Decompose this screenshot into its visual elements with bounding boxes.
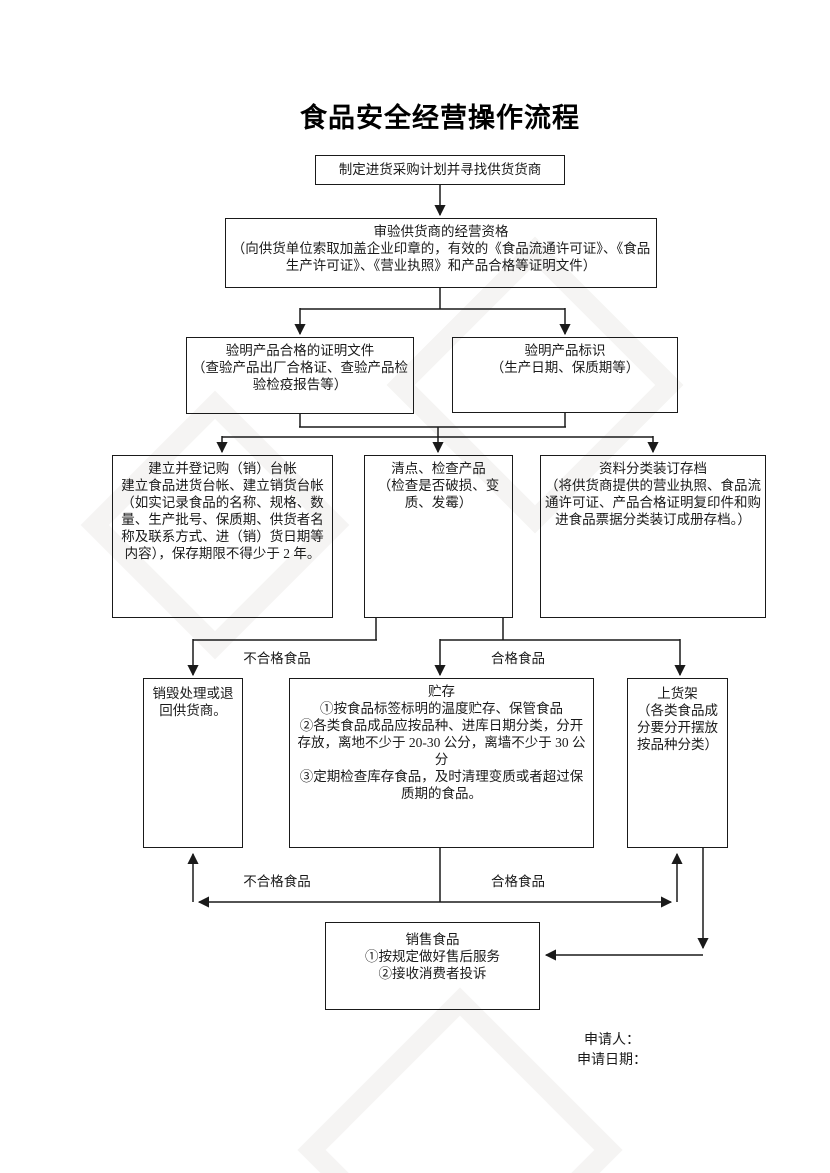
node-verify-supplier: 审验供货商的经营资格 （向供货单位索取加盖企业印章的，有效的《食品流通许可证》、… — [225, 218, 657, 288]
node-inspect-products-title: 清点、检查产品 — [391, 461, 486, 476]
label-unqualified-food-top: 不合格食品 — [243, 651, 311, 666]
node-ledger: 建立并登记购（销）台帐 建立食品进货台帐、建立销货台帐（如实记录食品的名称、规格… — [112, 455, 333, 618]
node-verify-label-body: （生产日期、保质期等） — [490, 360, 640, 375]
node-verify-certificates-body: （查验产品出厂合格证、查验产品检验检疫报告等） — [192, 360, 408, 392]
label-unqualified-food-bottom: 不合格食品 — [243, 874, 311, 889]
node-inspect-products-body: （检查是否破损、变质、发霉） — [377, 478, 500, 510]
node-storage-title: 贮存 — [428, 684, 455, 699]
node-sell-food: 销售食品 ①按规定做好售后服务 ②接收消费者投诉 — [325, 922, 540, 1010]
node-verify-certificates: 验明产品合格的证明文件 （查验产品出厂合格证、查验产品检验检疫报告等） — [186, 337, 414, 414]
applicant-label: 申请人： — [584, 1033, 640, 1048]
node-destroy-return: 销毁处理或退回供货商。 — [143, 678, 243, 848]
apply-date-label: 申请日期： — [577, 1053, 647, 1068]
label-qualified-food-top: 合格食品 — [491, 651, 545, 666]
node-shelf-title: 上货架 — [657, 686, 698, 701]
node-shelf-body: （各类食品成分要分开摆放按品种分类） — [637, 703, 718, 752]
node-shelf: 上货架 （各类食品成分要分开摆放按品种分类） — [627, 678, 728, 848]
signature-block: 申请人： 申请日期： — [577, 1031, 647, 1071]
node-inspect-products: 清点、检查产品 （检查是否破损、变质、发霉） — [364, 455, 513, 618]
node-archive-title: 资料分类装订存档 — [599, 461, 707, 476]
node-storage-item-1: ①按食品标签标明的温度贮存、保管食品 — [320, 701, 563, 716]
node-sell-food-title: 销售食品 — [405, 932, 460, 947]
node-ledger-title: 建立并登记购（销）台帐 — [148, 461, 297, 476]
node-destroy-return-text: 销毁处理或退回供货商。 — [152, 686, 234, 718]
node-archive: 资料分类装订存档 （将供货商提供的营业执照、食品流通许可证、产品合格证明复印件和… — [540, 455, 766, 618]
node-verify-label-title: 验明产品标识 — [524, 343, 606, 358]
node-plan-purchase-text: 制定进货采购计划并寻找供货货商 — [338, 162, 542, 177]
node-storage-item-2: ②各类食品成品应按品种、进库日期分类，分开存放，离地不少于 20-30 公分，离… — [297, 718, 586, 767]
label-qualified-food-bottom: 合格食品 — [491, 874, 545, 889]
node-sell-food-item-2: ②接收消费者投诉 — [378, 966, 487, 981]
node-verify-certificates-title: 验明产品合格的证明文件 — [225, 343, 375, 358]
page-title: 食品安全经营操作流程 — [300, 103, 580, 133]
node-storage-item-3: ③定期检查库存食品，及时清理变质或者超过保质期的食品。 — [299, 769, 584, 801]
node-storage: 贮存 ①按食品标签标明的温度贮存、保管食品 ②各类食品成品应按品种、进库日期分类… — [289, 678, 594, 848]
node-archive-body: （将供货商提供的营业执照、食品流通许可证、产品合格证明复印件和购进食品票据分类装… — [545, 478, 761, 527]
node-verify-label: 验明产品标识 （生产日期、保质期等） — [452, 337, 678, 413]
node-plan-purchase: 制定进货采购计划并寻找供货货商 — [315, 155, 565, 185]
node-verify-supplier-title: 审验供货商的经营资格 — [373, 224, 509, 239]
node-ledger-body: 建立食品进货台帐、建立销货台帐（如实记录食品的名称、规格、数量、生产批号、保质期… — [121, 478, 324, 561]
node-verify-supplier-body: （向供货单位索取加盖企业印章的，有效的《食品流通许可证》、《食品生产许可证》、《… — [231, 241, 651, 273]
node-sell-food-item-1: ①按规定做好售后服务 — [365, 949, 500, 964]
